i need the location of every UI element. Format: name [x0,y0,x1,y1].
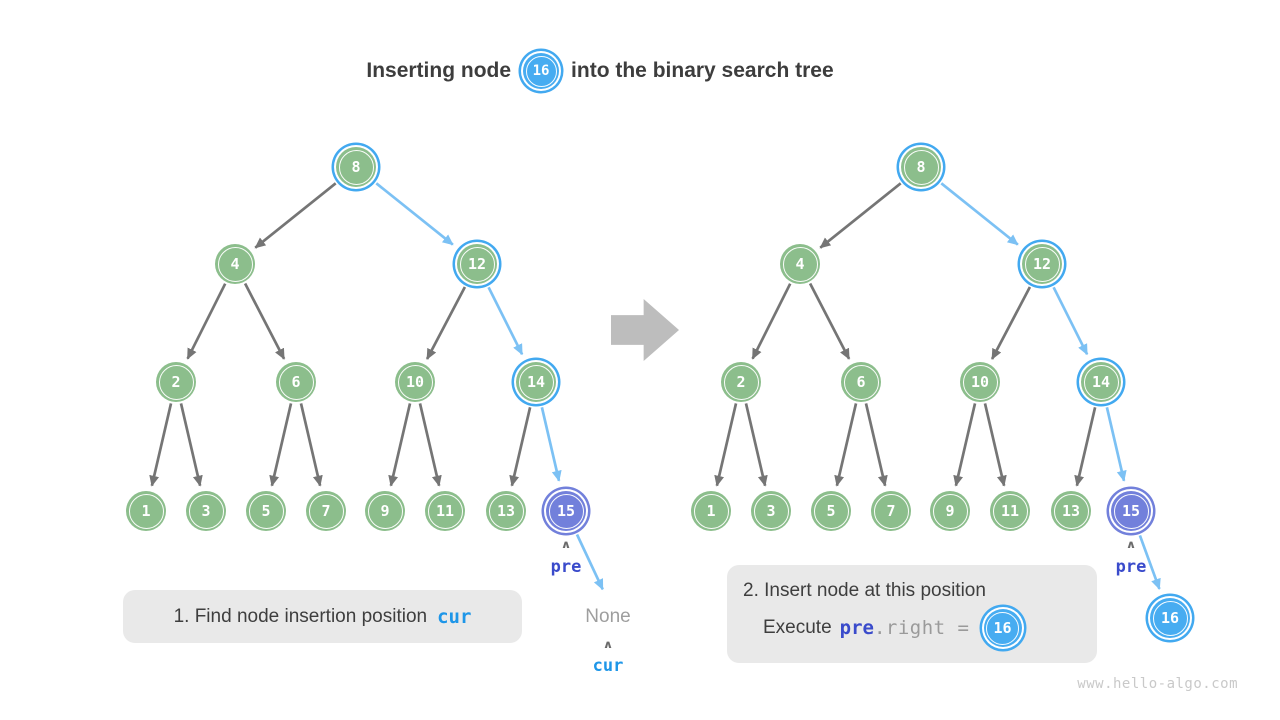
tree-node: 3 [186,491,226,531]
tree-node: 5 [811,491,851,531]
caption-step2-code-right: .right = [873,617,970,639]
tree-edge [940,182,1019,246]
tree-edge [1052,286,1089,356]
caption-step1: 1. Find node insertion position cur [123,590,522,643]
caption-step2-line1: 2. Insert node at this position [743,580,986,601]
tree-node: 10 [395,362,435,402]
tree-edge [186,283,227,360]
tree-node: 3 [751,491,791,531]
tree-node: 8 [336,147,376,187]
caption-step2-line2: Execute pre .right = 16 [763,609,1022,647]
tree-edge [575,533,604,591]
tree-edge [375,182,454,246]
label-caret: ∧ [1125,538,1137,552]
tree-edge [418,403,442,487]
tree-node: 2 [156,362,196,402]
tree-edge [149,403,173,487]
tree-node: 1 [126,491,166,531]
title-text-suffix: into the binary search tree [571,59,834,82]
tree-edge [864,403,888,487]
tree-node: 15 [1111,491,1151,531]
tree-edge [744,403,768,487]
tree-edge [540,406,562,482]
tree-node: 7 [871,491,911,531]
tree-edge [269,403,293,487]
tree-edge [834,403,858,487]
tree-node: 12 [457,244,497,284]
tree-node: 4 [215,244,255,284]
caption-step2-code-pre: pre [839,617,874,639]
tree-node: 8 [901,147,941,187]
tree-node: 6 [841,362,881,402]
tree-edge [1138,534,1161,590]
tree-node: 15 [546,491,586,531]
tree-node: 5 [246,491,286,531]
caption-step1-text: 1. Find node insertion position [173,605,428,627]
caption-step2: 2. Insert node at this position Execute … [727,565,1097,663]
diagram-title: Inserting node 16 into the binary search… [0,52,1200,90]
tree-edge [1105,406,1127,482]
tree-edge [714,403,738,487]
title-node-circle: 16 [523,53,560,89]
tree-node: 13 [1051,491,1091,531]
tree-node: 14 [516,362,556,402]
tree-edge [299,403,323,487]
tree-node: 7 [306,491,346,531]
tree-edge [1074,406,1097,487]
tree-node: 10 [960,362,1000,402]
label-caret: ∧ [602,638,614,652]
tree-edge [953,403,977,487]
tree-node: 11 [425,491,465,531]
tree-edge [509,406,532,487]
title-text-prefix: Inserting node [366,59,512,82]
tree-edge [990,286,1032,360]
tree-edge [819,182,902,249]
tree-edge [808,282,851,360]
tree-node: 4 [780,244,820,284]
tree-node: 6 [276,362,316,402]
tree-edge [983,403,1007,487]
label-cur: cur [592,656,624,676]
tree-node: 9 [365,491,405,531]
watermark: www.hello-algo.com [1077,676,1238,692]
tree-edge [254,182,337,249]
label-pre: pre [550,557,582,577]
tree-edge [179,403,203,487]
tree-node: 1 [691,491,731,531]
tree-node: 12 [1022,244,1062,284]
label-none: None [585,606,631,627]
tree-node: 13 [486,491,526,531]
title-node-value: 16 [532,63,550,79]
tree-edge [243,282,286,360]
caption-node-value: 16 [993,619,1012,637]
tree-node: 14 [1081,362,1121,402]
tree-edge [487,286,524,356]
tree-node: 2 [721,362,761,402]
tree-node: 16 [1150,598,1190,638]
tree-edge [388,403,412,487]
tree-edge [751,283,792,360]
tree-node: 11 [990,491,1030,531]
caption-step2-prefix: Execute [763,617,832,638]
tree-edge [425,286,467,360]
label-caret: ∧ [560,538,572,552]
caption-node-circle: 16 [983,609,1022,647]
label-pre: pre [1115,557,1147,577]
caption-step1-code-cur: cur [437,605,472,628]
tree-node: 9 [930,491,970,531]
